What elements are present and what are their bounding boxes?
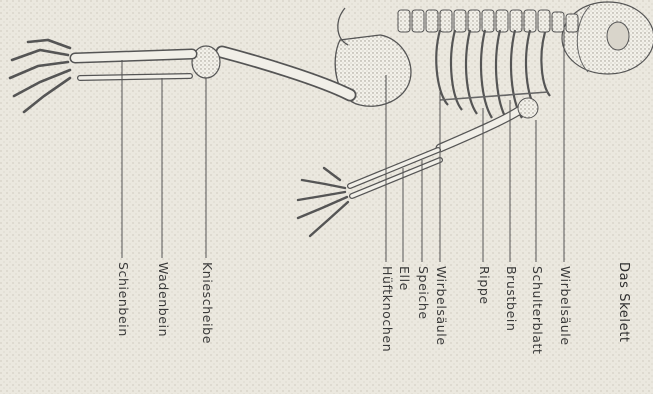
label-schulterblatt: Schulterblatt	[530, 266, 544, 355]
label-wirbelsaeule-upper: Wirbelsäule	[558, 266, 572, 346]
skull	[562, 2, 653, 74]
label-wadenbein: Wadenbein	[156, 262, 170, 337]
label-schienbein: Schienbein	[116, 262, 130, 337]
label-speiche: Speiche	[416, 266, 430, 320]
label-rippe: Rippe	[477, 266, 491, 305]
label-kniescheibe: Kniescheibe	[200, 262, 214, 344]
label-wirbelsaeule-lower: Wirbelsäule	[434, 266, 448, 346]
label-brustbein: Brustbein	[504, 266, 518, 331]
diagram-title: Das Skelett	[616, 262, 630, 343]
label-hueftknochen: Hüftknochen	[380, 266, 394, 352]
label-elle: Elle	[397, 266, 411, 291]
